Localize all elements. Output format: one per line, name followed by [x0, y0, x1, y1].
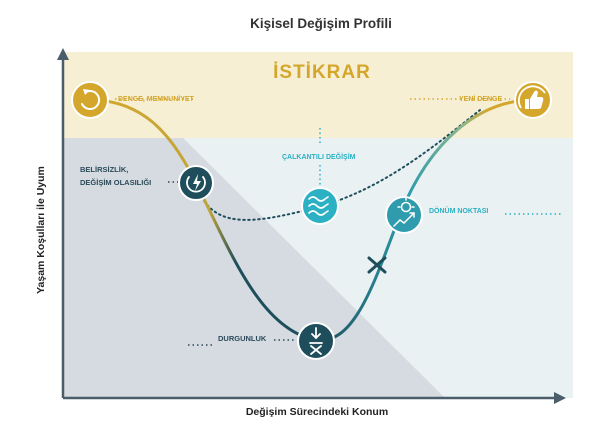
node-turning-point — [385, 196, 423, 234]
node-balance — [71, 81, 109, 119]
node-new-balance — [514, 81, 552, 119]
crossing-mark-icon — [367, 256, 387, 274]
y-axis-arrow — [57, 48, 69, 60]
page-title: Kişisel Değişim Profili — [250, 16, 392, 31]
node-uncertainty — [178, 165, 214, 201]
label-balance: DENGE, MEMNUNİYET — [118, 95, 195, 103]
grey-zone — [63, 138, 445, 398]
x-axis-arrow — [554, 392, 566, 404]
label-turbulent: ÇALKANTILI DEĞİŞİM — [282, 152, 356, 161]
label-stagnation: DURGUNLUK — [218, 334, 267, 343]
label-uncertainty-1: BELİRSİZLİK, — [80, 165, 128, 174]
label-new-balance: YENİ DENGE — [459, 95, 503, 103]
label-uncertainty-2: DEĞİŞİM OLASILIĞI — [80, 178, 151, 187]
thumbs-up-icon — [517, 85, 546, 109]
power-icon — [186, 174, 206, 193]
lightbulb-growth-icon — [393, 197, 415, 227]
label-turning-point: DÖNÜM NOKTASI — [429, 206, 488, 215]
stability-band — [63, 52, 573, 138]
waves-icon — [308, 196, 329, 216]
stop-down-icon — [309, 327, 323, 355]
x-axis-label: Değişim Sürecindeki Konum — [246, 406, 388, 418]
stability-label: İSTİKRAR — [273, 62, 371, 83]
refresh-icon — [81, 89, 101, 111]
node-stagnation — [297, 322, 335, 360]
y-axis-label: Yaşam Koşulları ile Uyum — [35, 166, 47, 294]
node-turbulent — [301, 187, 339, 225]
